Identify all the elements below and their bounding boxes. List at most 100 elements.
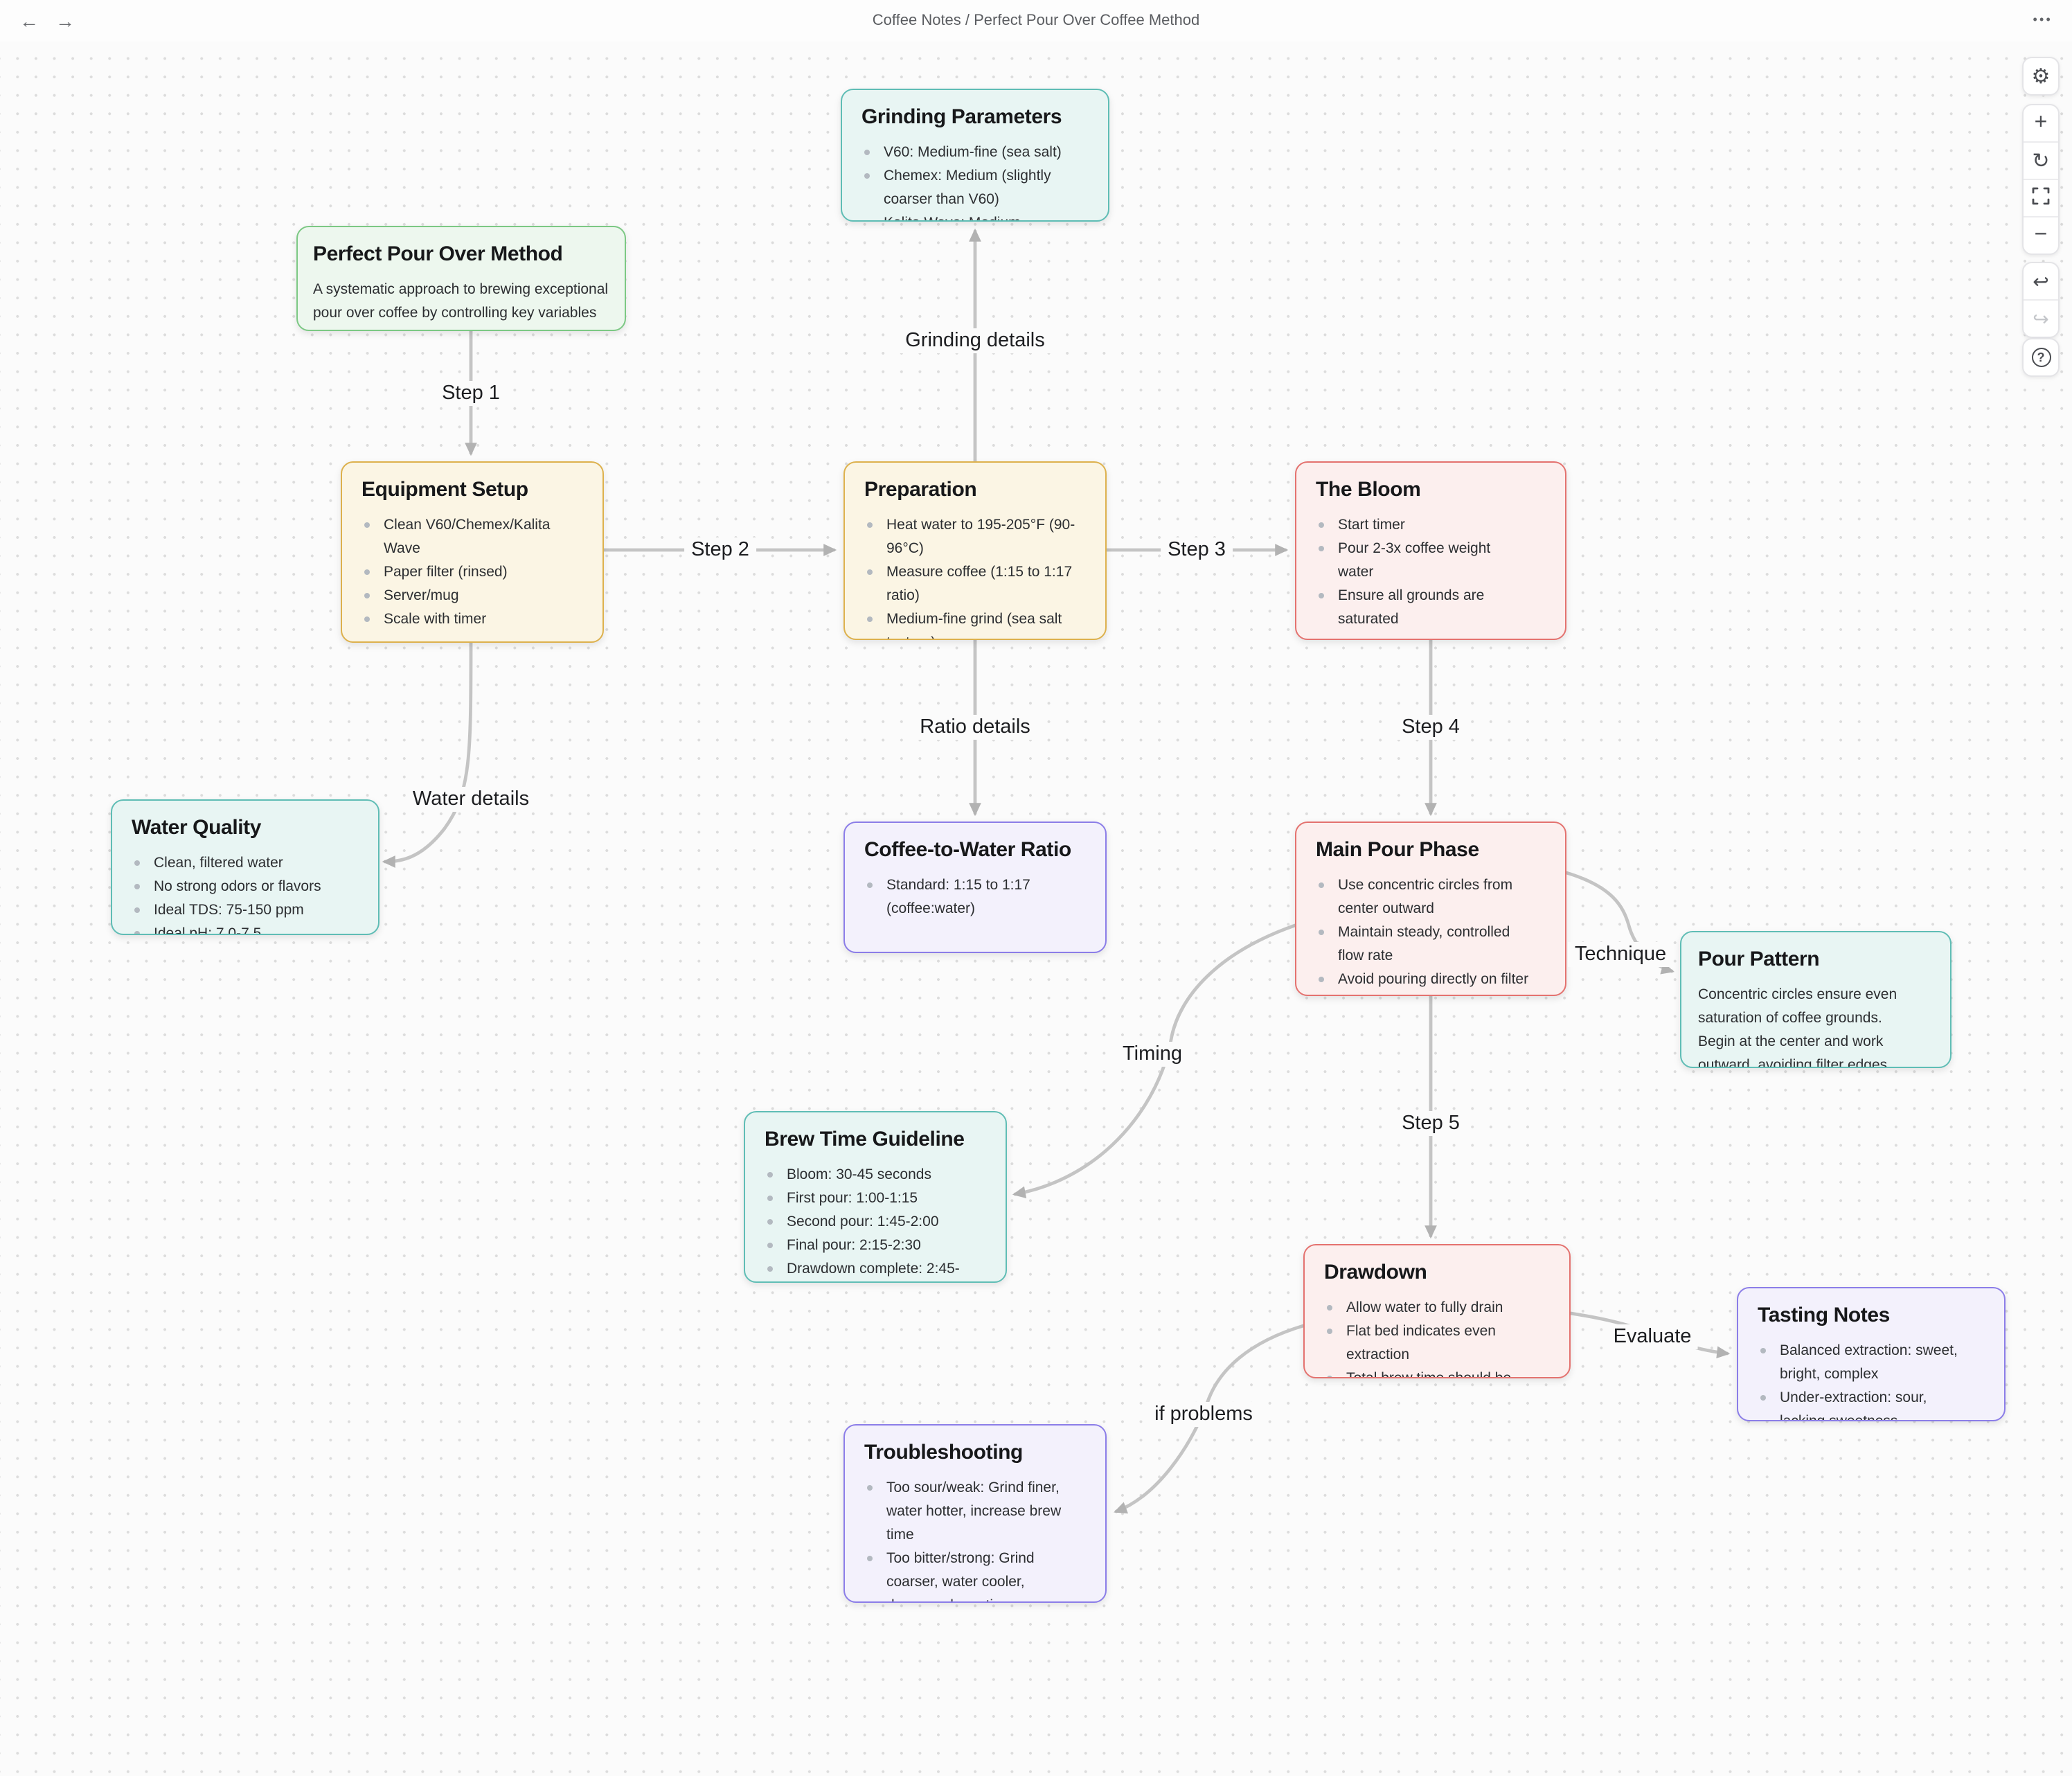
node-bullet-list: Start timer Pour 2-3x coffee weight wate… [1316,514,1546,632]
bullet-item: Chemex: Medium (slightly coarser than V6… [861,165,1086,212]
edge-label-step-4[interactable]: Step 4 [1395,715,1467,740]
redo-icon: ↪ [2033,307,2049,329]
node-water-quality[interactable]: Water Quality Clean, filtered water No s… [111,799,379,935]
node-troubleshooting[interactable]: Troubleshooting Too sour/weak: Grind fin… [843,1424,1107,1603]
node-bullet-list: Too sour/weak: Grind finer, water hotter… [864,1477,1086,1601]
edge-timing[interactable] [1012,923,1297,1199]
node-brew-time-guideline[interactable]: Brew Time Guideline Bloom: 30-45 seconds… [744,1111,1007,1283]
edge-label-step-1[interactable]: Step 1 [435,381,507,406]
settings-button[interactable]: ⚙ [2024,58,2058,94]
edge-label-technique[interactable]: Technique [1567,942,1674,967]
node-title: Tasting Notes [1758,1304,1890,1327]
edge-label-ratio-details[interactable]: Ratio details [913,715,1037,740]
toolbar-group-help: ? [2022,338,2060,377]
node-equipment-setup[interactable]: Equipment Setup Clean V60/Chemex/Kalita … [341,461,604,643]
top-bar: ← → Coffee Notes / Perfect Pour Over Cof… [0,0,2072,42]
edge-label-if-problems[interactable]: if problems [1147,1402,1260,1427]
node-title: Equipment Setup [361,478,528,501]
fullscreen-icon [2032,187,2050,209]
undo-icon: ↩ [2033,269,2049,292]
node-bullet-list: Heat water to 195-205°F (90-96°C) Measur… [864,514,1086,639]
toolbar-group-history: ↩ ↪ [2022,262,2060,338]
bullet-item: Server/mug [361,585,572,608]
bullet-item: Bloom: 30-45 seconds [765,1164,975,1187]
node-title: Water Quality [132,816,262,840]
bullet-item: Maintain steady, controlled flow rate [1316,921,1532,968]
node-bullet-list: Clean, filtered water No strong odors or… [132,852,359,934]
bullet-item: First pour: 1:00-1:15 [765,1187,975,1211]
bullet-item: Drawdown complete: 2:45-3:30 [765,1258,975,1281]
back-icon[interactable]: ← [19,10,39,32]
bullet-item: Clean, filtered water [132,852,356,876]
forward-icon[interactable]: → [55,10,75,32]
help-button[interactable]: ? [2024,339,2058,375]
node-preparation[interactable]: Preparation Heat water to 195-205°F (90-… [843,461,1107,640]
node-the-bloom[interactable]: The Bloom Start timer Pour 2-3x coffee w… [1295,461,1566,640]
node-body: Concentric circles ensure even saturatio… [1698,986,1897,1068]
bullet-item: Measure coffee (1:15 to 1:17 ratio) [864,561,1083,608]
bullet-item: Pour 2-3x coffee weight water [1316,538,1526,585]
more-options-icon[interactable]: ••• [2033,12,2053,26]
bullet-item: Standard: 1:15 to 1:17 (coffee:water) [864,874,1083,921]
edge-label-step-3[interactable]: Step 3 [1161,538,1233,562]
edge-label-grinding-details[interactable]: Grinding details [898,328,1052,353]
node-bullet-list: Clean V60/Chemex/Kalita Wave Paper filte… [361,514,583,632]
bullet-item: Ensure all grounds are saturated [1316,585,1526,632]
bullet-item: Avoid pouring directly on filter [1316,968,1532,992]
edge-label-water-details[interactable]: Water details [405,787,537,812]
minus-icon: − [2034,223,2048,247]
node-title: Troubleshooting [864,1441,1023,1464]
reset-view-button[interactable]: ↻ [2024,141,2058,179]
bullet-item: Second pour: 1:45-2:00 [765,1211,975,1234]
bullet-item: Too bitter/strong: Grind coarser, water … [864,1547,1083,1601]
bullet-item: Start timer [1316,514,1526,538]
bullet-item: V60: Medium-fine (sea salt) [861,141,1086,165]
bullet-item: Final pour: 2:15-2:30 [765,1234,975,1258]
edge-if-problems[interactable] [1114,1324,1305,1514]
node-tasting-notes[interactable]: Tasting Notes Balanced extraction: sweet… [1737,1287,2006,1421]
bullet-item: Too sour/weak: Grind finer, water hotter… [864,1477,1083,1547]
gear-icon: ⚙ [2031,65,2051,89]
bullet-item: No strong odors or flavors [132,876,356,899]
fit-view-button[interactable] [2024,179,2058,216]
bullet-item: Flat bed indicates even extraction [1324,1320,1547,1367]
toolbar-group-view: + ↻ − [2022,104,2060,255]
node-title: Preparation [864,478,977,501]
bullet-item: Paper filter (rinsed) [361,561,572,585]
node-coffee-to-water-ratio[interactable]: Coffee-to-Water Ratio Standard: 1:15 to … [843,822,1107,953]
bullet-item: Clean V60/Chemex/Kalita Wave [361,514,572,561]
redo-button[interactable]: ↪ [2024,299,2058,337]
node-grinding-parameters[interactable]: Grinding Parameters V60: Medium-fine (se… [841,89,1109,222]
node-bullet-list: V60: Medium-fine (sea salt) Chemex: Medi… [861,141,1089,220]
node-title: Coffee-to-Water Ratio [864,838,1071,862]
bullet-item: Balanced extraction: sweet, bright, comp… [1758,1340,1971,1387]
node-title: Brew Time Guideline [765,1128,965,1151]
node-pour-pattern[interactable]: Pour Pattern Concentric circles ensure e… [1680,931,1952,1068]
node-perfect-pour-over-method[interactable]: Perfect Pour Over Method A systematic ap… [296,226,626,331]
zoom-out-button[interactable]: − [2024,216,2058,254]
node-bullet-list: Use concentric circles from center outwa… [1316,874,1546,992]
bullet-item: Under-extraction: sour, lacking sweetnes… [1758,1387,1971,1420]
edge-water-details[interactable] [382,641,473,868]
node-bullet-list: Standard: 1:15 to 1:17 (coffee:water) [864,874,1086,921]
bullet-item: Medium-fine grind (sea salt texture) [864,608,1083,639]
edge-label-evaluate[interactable]: Evaluate [1606,1324,1699,1349]
edge-label-timing[interactable]: Timing [1116,1042,1189,1067]
bullet-item: Scale with timer [361,608,572,632]
node-title: Main Pour Phase [1316,838,1479,862]
bullet-item: Total brew time should be [1324,1367,1547,1377]
zoom-in-button[interactable]: + [2024,105,2058,141]
node-bullet-list: Bloom: 30-45 seconds First pour: 1:00-1:… [765,1164,986,1281]
edge-label-step-5[interactable]: Step 5 [1395,1111,1467,1136]
node-title: Perfect Pour Over Method [313,242,563,266]
bullet-item: Kalita Wave: Medium [861,212,1086,220]
plus-icon: + [2034,111,2048,134]
node-main-pour-phase[interactable]: Main Pour Phase Use concentric circles f… [1295,822,1566,996]
refresh-icon: ↻ [2032,150,2050,173]
node-drawdown[interactable]: Drawdown Allow water to fully drain Flat… [1303,1244,1571,1378]
bullet-item: Heat water to 195-205°F (90-96°C) [864,514,1083,561]
node-body: A systematic approach to brewing excepti… [313,281,609,330]
undo-button[interactable]: ↩ [2024,263,2058,299]
edge-label-step-2[interactable]: Step 2 [684,538,756,562]
